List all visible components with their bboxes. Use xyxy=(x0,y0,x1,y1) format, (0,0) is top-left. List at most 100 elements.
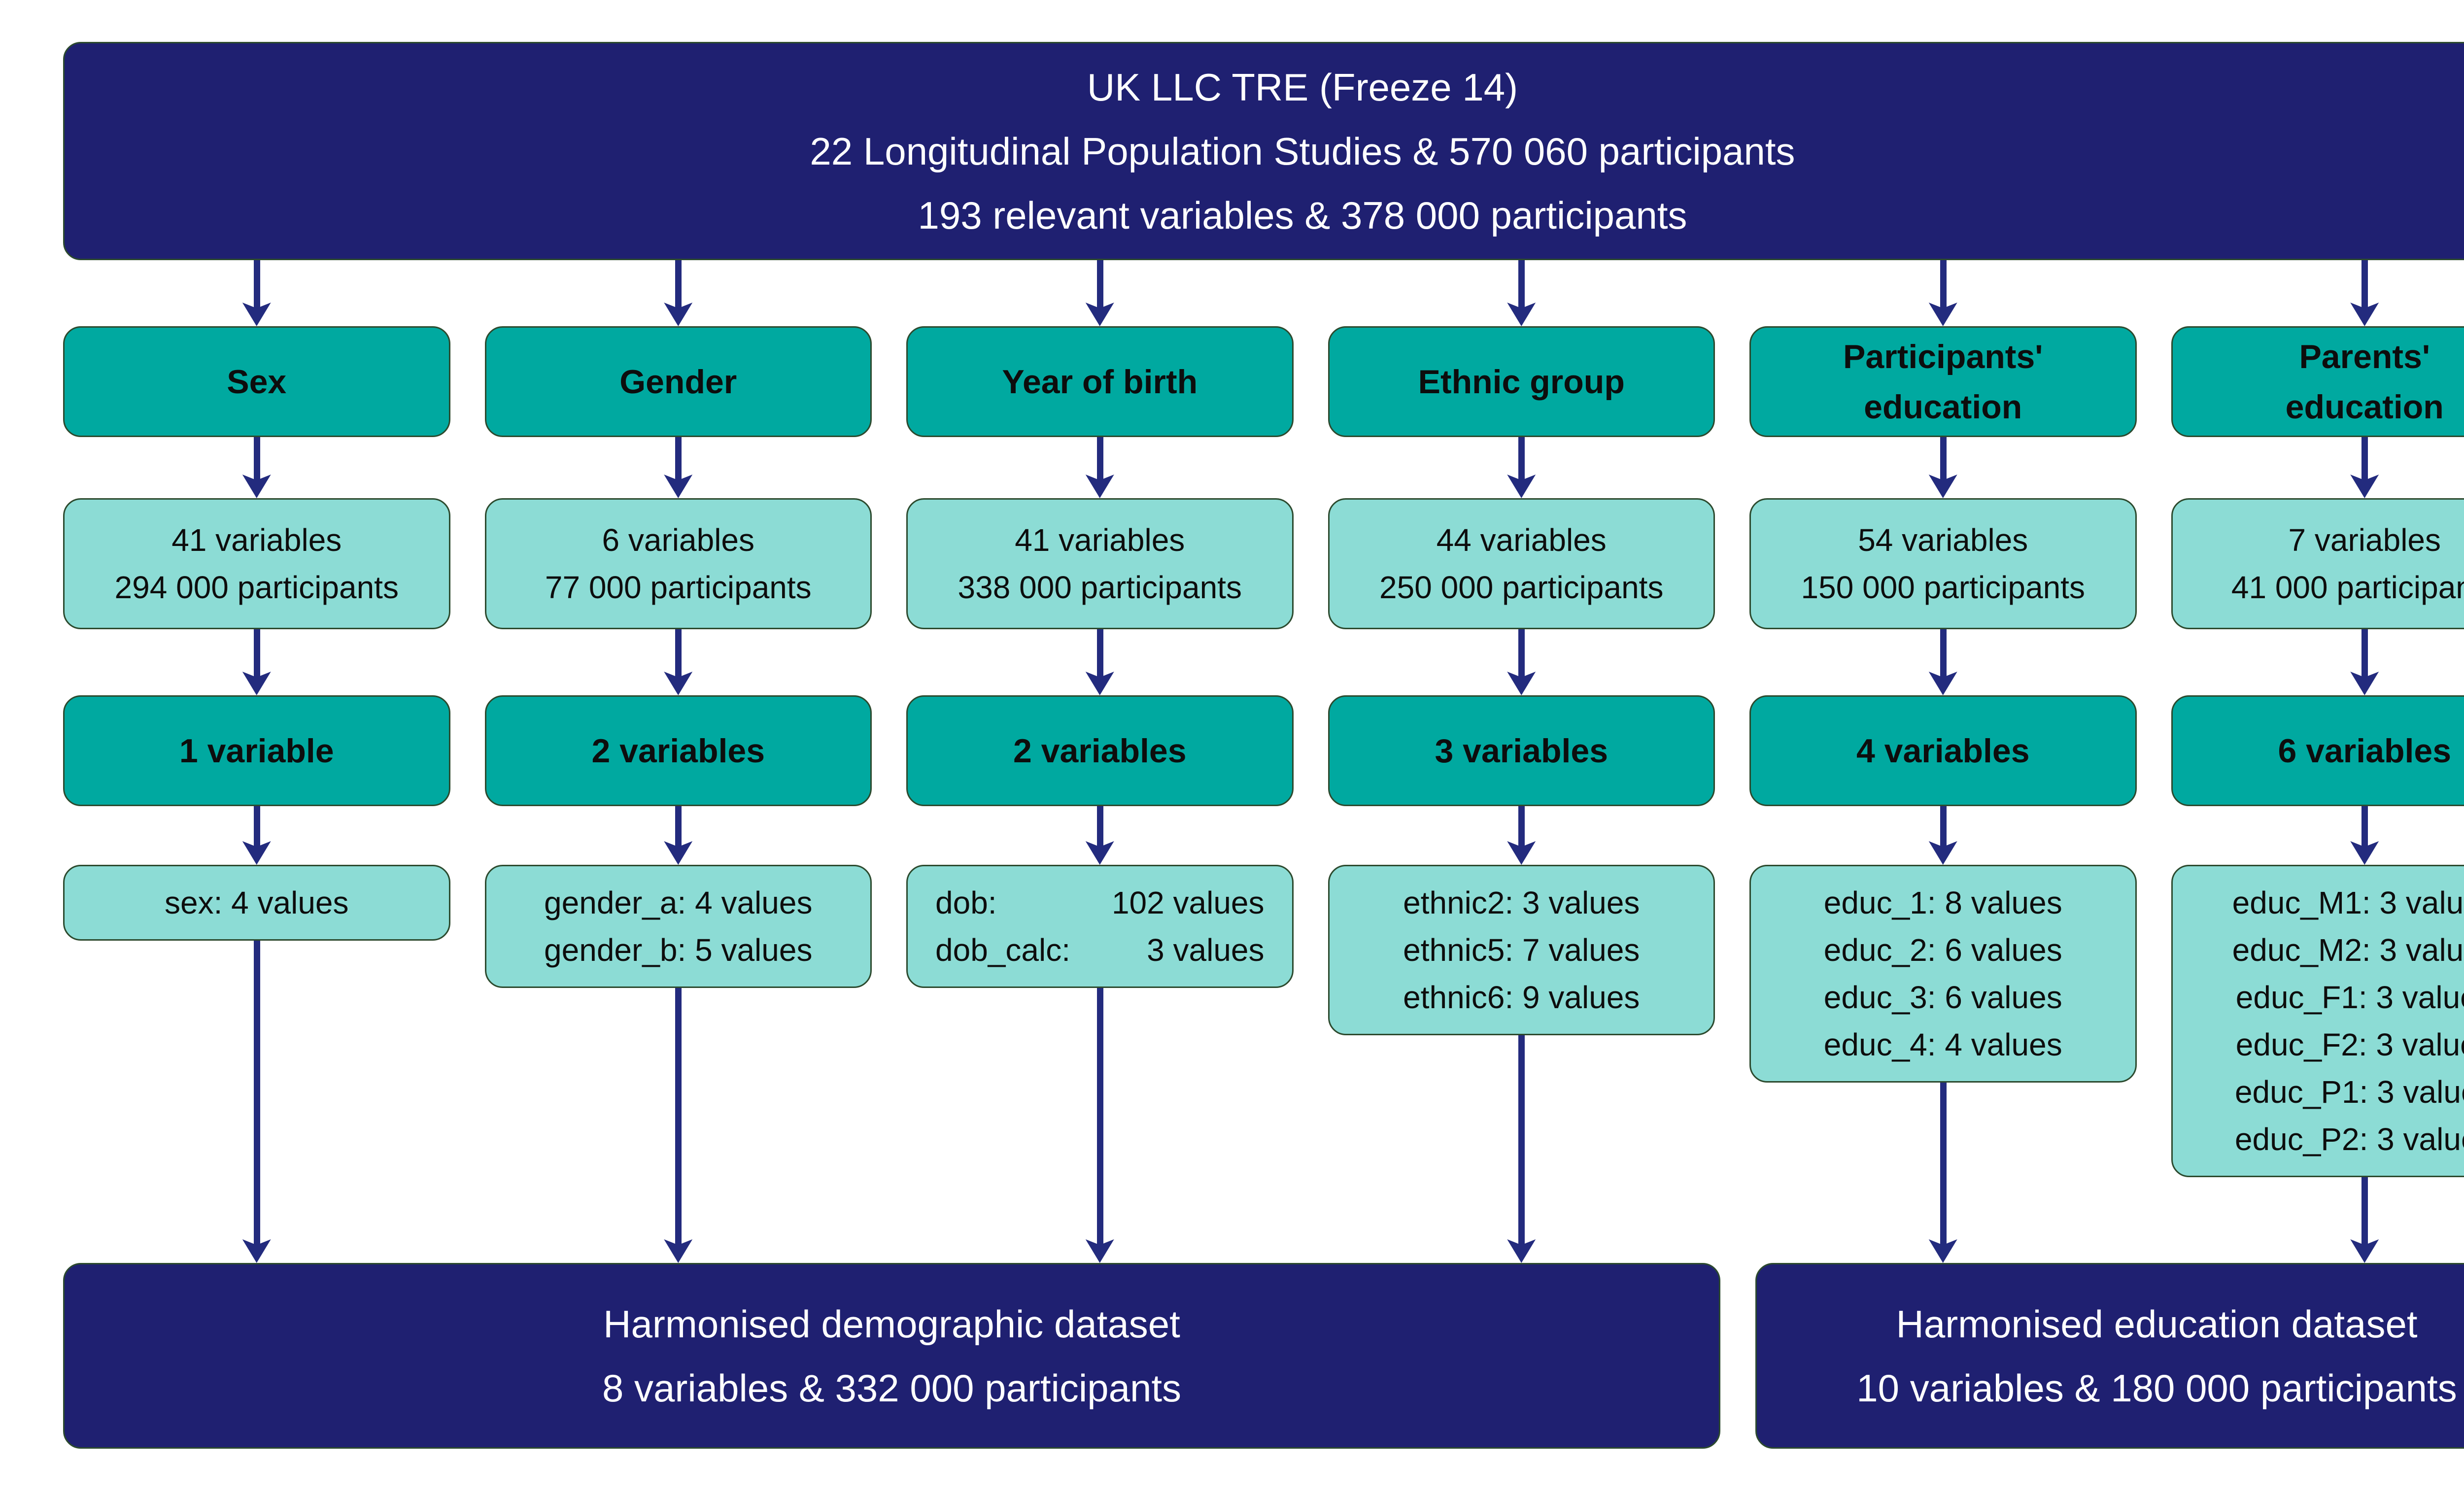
header-line-title: UK LLC TRE (Freeze 14) xyxy=(1087,65,1518,109)
value-count: 102 values xyxy=(1111,885,1265,920)
arrow-down-icon xyxy=(1749,260,2137,326)
category-box-sex: Sex xyxy=(63,326,450,437)
variable-count-line: 44 variables xyxy=(1436,522,1607,558)
value-line: educ_2: 6 values xyxy=(1823,932,2062,968)
arrow-down-icon xyxy=(906,260,1294,326)
arrow-down-icon xyxy=(2171,629,2464,695)
output-counts: 10 variables & 180 000 participants xyxy=(1856,1366,2457,1410)
value-line: dob: 102 values xyxy=(935,879,1265,926)
values-box-sex: sex: 4 values xyxy=(63,865,450,941)
value-line: educ_M1: 3 values xyxy=(2232,885,2464,920)
arrow-down-icon xyxy=(485,988,872,1263)
value-label: dob_calc: xyxy=(935,932,1070,968)
arrow-down-icon xyxy=(1328,806,1715,865)
arrow-down-icon xyxy=(906,629,1294,695)
participant-count-line: 338 000 participants xyxy=(958,570,1242,605)
variable-count-box-sex: 41 variables 294 000 participants xyxy=(63,498,450,629)
arrow-down-icon xyxy=(63,941,450,1263)
category-label: Gender xyxy=(619,363,737,401)
selected-variables-label: 1 variable xyxy=(179,732,334,770)
arrow-down-icon xyxy=(1749,629,2137,695)
variable-count-box-ethnic-group: 44 variables 250 000 participants xyxy=(1328,498,1715,629)
variable-count-box-participants-education: 54 variables 150 000 participants xyxy=(1749,498,2137,629)
arrow-down-icon xyxy=(2171,437,2464,498)
output-title: Harmonised education dataset xyxy=(1896,1302,2418,1346)
selected-variables-box-gender: 2 variables xyxy=(484,695,872,806)
value-line: ethnic2: 3 values xyxy=(1403,885,1640,920)
arrow-down-icon xyxy=(1328,1035,1715,1263)
category-label: Year of birth xyxy=(1002,363,1198,401)
value-label: dob: xyxy=(935,885,997,920)
arrow-down-icon xyxy=(2171,806,2464,865)
value-line: educ_1: 8 values xyxy=(1823,885,2062,920)
arrow-down-icon xyxy=(1749,806,2137,865)
arrow-down-icon xyxy=(485,260,872,326)
arrow-down-icon xyxy=(2171,1177,2464,1263)
participant-count-line: 41 000 participants xyxy=(2231,570,2464,605)
values-box-ethnic-group: ethnic2: 3 values ethnic5: 7 values ethn… xyxy=(1328,865,1715,1035)
arrow-down-icon xyxy=(1328,260,1715,326)
value-line: gender_a: 4 values xyxy=(544,885,813,920)
arrow-down-icon xyxy=(63,437,450,498)
values-box-gender: gender_a: 4 values gender_b: 5 values xyxy=(484,865,872,988)
column-participants-education: Participants' education 54 variables 150… xyxy=(1749,260,2137,1263)
selected-variables-label: 2 variables xyxy=(1013,732,1187,770)
arrow-down-icon xyxy=(1749,437,2137,498)
category-box-parents-education: Parents' education xyxy=(2171,326,2464,437)
harmonised-demographic-box: Harmonised demographic dataset 8 variabl… xyxy=(63,1263,1720,1449)
harmonisation-columns: Sex 41 variables 294 000 participants 1 … xyxy=(63,260,2464,1263)
category-box-ethnic-group: Ethnic group xyxy=(1328,326,1715,437)
selected-variables-label: 3 variables xyxy=(1435,732,1608,770)
category-box-gender: Gender xyxy=(484,326,872,437)
value-line: educ_F2: 3 values xyxy=(2235,1027,2464,1062)
column-ethnic-group: Ethnic group 44 variables 250 000 partic… xyxy=(1328,260,1715,1263)
header-line-relevant: 193 relevant variables & 378 000 partici… xyxy=(918,193,1687,237)
arrow-down-icon xyxy=(485,629,872,695)
values-box-participants-education: educ_1: 8 values educ_2: 6 values educ_3… xyxy=(1749,865,2137,1083)
variable-count-box-parents-education: 7 variables 41 000 participants xyxy=(2171,498,2464,629)
category-box-year-of-birth: Year of birth xyxy=(906,326,1294,437)
column-sex: Sex 41 variables 294 000 participants 1 … xyxy=(63,260,450,1263)
selected-variables-box-sex: 1 variable xyxy=(63,695,450,806)
arrow-down-icon xyxy=(1749,1083,2137,1263)
variable-count-box-year-of-birth: 41 variables 338 000 participants xyxy=(906,498,1294,629)
category-label: Ethnic group xyxy=(1418,363,1625,401)
value-line: educ_P2: 3 values xyxy=(2234,1122,2464,1157)
arrow-down-icon xyxy=(63,806,450,865)
arrow-down-icon xyxy=(63,629,450,695)
variable-count-box-gender: 6 variables 77 000 participants xyxy=(484,498,872,629)
selected-variables-box-participants-education: 4 variables xyxy=(1749,695,2137,806)
column-gender: Gender 6 variables 77 000 participants 2… xyxy=(484,260,872,1263)
value-line: dob_calc: 3 values xyxy=(935,926,1265,974)
variable-count-line: 6 variables xyxy=(602,522,755,558)
value-line: gender_b: 5 values xyxy=(544,932,813,968)
values-box-parents-education: educ_M1: 3 values educ_M2: 3 values educ… xyxy=(2171,865,2464,1177)
variable-count-line: 41 variables xyxy=(1015,522,1185,558)
variable-count-line: 54 variables xyxy=(1858,522,2028,558)
participant-count-line: 250 000 participants xyxy=(1379,570,1664,605)
selected-variables-label: 2 variables xyxy=(591,732,765,770)
value-count: 3 values xyxy=(1147,932,1265,968)
values-box-year-of-birth: dob: 102 values dob_calc: 3 values xyxy=(906,865,1294,988)
selected-variables-box-year-of-birth: 2 variables xyxy=(906,695,1294,806)
arrow-down-icon xyxy=(1328,629,1715,695)
value-line: educ_F1: 3 values xyxy=(2235,980,2464,1015)
arrow-down-icon xyxy=(1328,437,1715,498)
arrow-down-icon xyxy=(2171,260,2464,326)
value-line: educ_3: 6 values xyxy=(1823,980,2062,1015)
output-counts: 8 variables & 332 000 participants xyxy=(602,1366,1182,1410)
participant-count-line: 150 000 participants xyxy=(1801,570,2085,605)
variable-count-line: 7 variables xyxy=(2288,522,2441,558)
column-year-of-birth: Year of birth 41 variables 338 000 parti… xyxy=(906,260,1294,1263)
category-label: Sex xyxy=(227,363,287,401)
category-label: Participants' education xyxy=(1843,338,2043,426)
category-box-participants-education: Participants' education xyxy=(1749,326,2137,437)
header-line-studies: 22 Longitudinal Population Studies & 570… xyxy=(810,129,1795,173)
variable-count-line: 41 variables xyxy=(171,522,342,558)
value-line: sex: 4 values xyxy=(164,885,349,920)
arrow-down-icon xyxy=(485,437,872,498)
source-dataset-box: UK LLC TRE (Freeze 14) 22 Longitudinal P… xyxy=(63,42,2464,260)
arrow-down-icon xyxy=(906,437,1294,498)
selected-variables-box-parents-education: 6 variables xyxy=(2171,695,2464,806)
